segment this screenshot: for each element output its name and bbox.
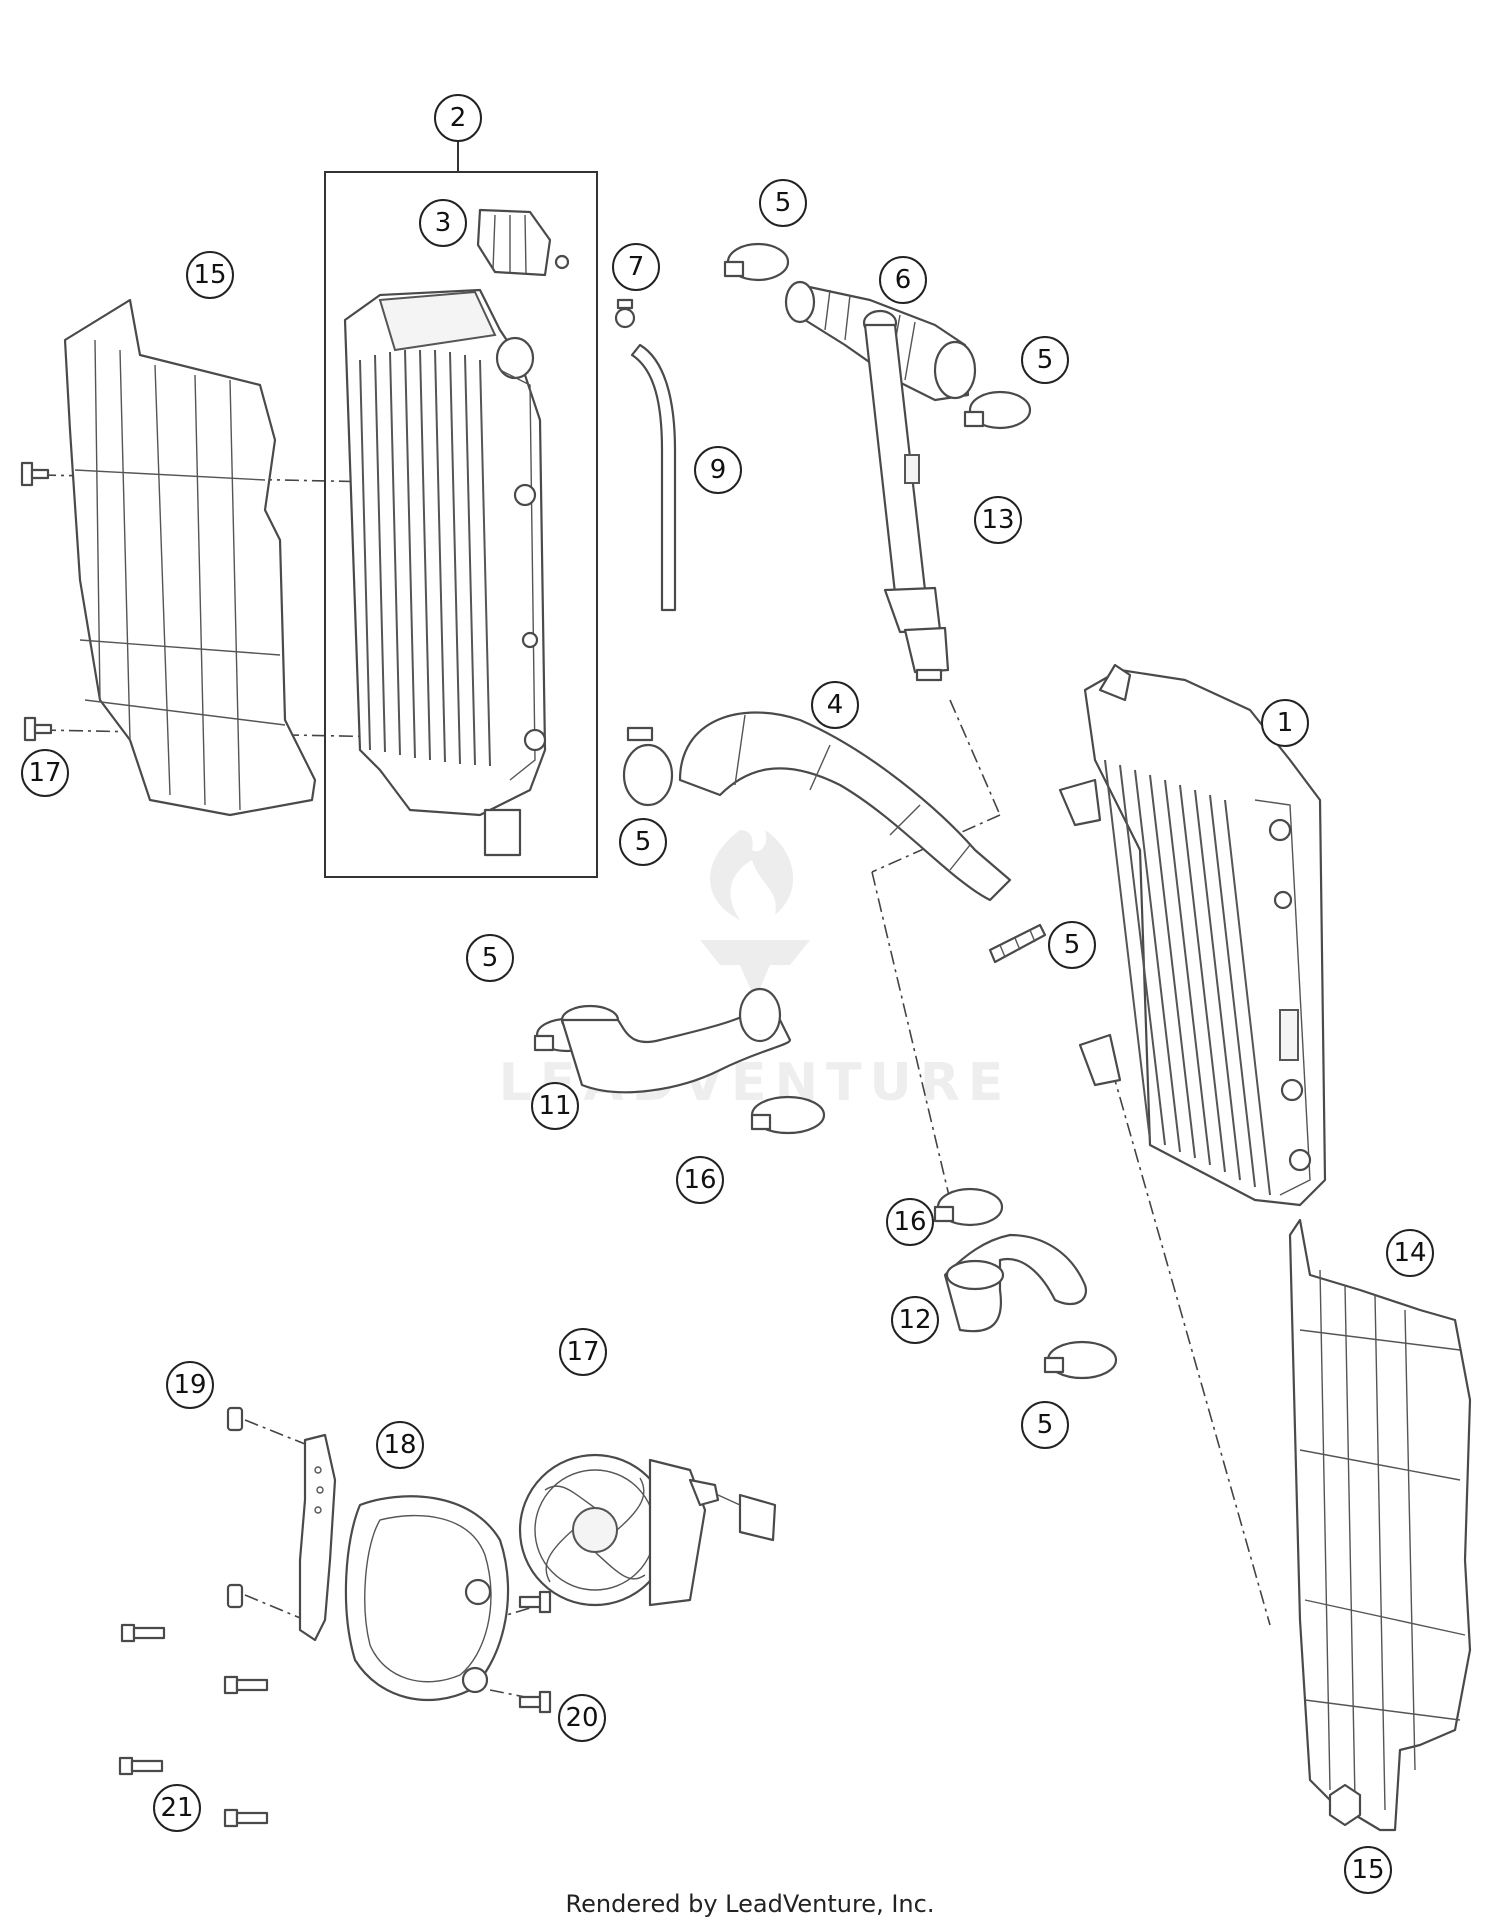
footer-credit: Rendered by LeadVenture, Inc. <box>565 1890 935 1918</box>
hose-clip-small <box>614 298 636 329</box>
hose-clamp-6 <box>1043 1340 1118 1380</box>
callout-15-right: 15 <box>1344 1846 1392 1894</box>
callout-15-left: 17 <box>21 749 69 797</box>
svg-text:20: 20 <box>565 1703 598 1733</box>
svg-text:21: 21 <box>160 1793 193 1823</box>
bolt-21-d <box>223 1808 269 1828</box>
svg-text:7: 7 <box>628 252 645 282</box>
callout-12: 12 <box>891 1296 939 1344</box>
callout-5-d: 5 <box>1048 921 1096 969</box>
lower-hose-left <box>560 987 792 1094</box>
hose-clamp-3 <box>622 726 674 807</box>
callout-6: 6 <box>879 256 927 304</box>
svg-text:18: 18 <box>383 1430 416 1460</box>
bolt-21-b <box>223 1675 269 1695</box>
svg-text:4: 4 <box>827 690 844 720</box>
callout-5-a: 5 <box>759 179 807 227</box>
callout-2: 2 <box>434 94 482 142</box>
overflow-hose <box>630 343 677 612</box>
callout-20: 20 <box>558 1694 606 1742</box>
nut-right <box>1328 1783 1362 1827</box>
svg-text:17: 17 <box>28 758 61 788</box>
hose-clamp-5 <box>988 923 1047 964</box>
callout-4: 4 <box>811 681 859 729</box>
svg-text:15: 15 <box>1351 1855 1384 1885</box>
svg-text:5: 5 <box>635 827 652 857</box>
svg-text:3: 3 <box>435 208 452 238</box>
screw-19-lower <box>226 1583 244 1609</box>
callout-14-right: 14 <box>1386 1229 1434 1277</box>
svg-text:16: 16 <box>683 1165 716 1195</box>
callout-1: 1 <box>1261 699 1309 747</box>
svg-text:1: 1 <box>1277 708 1294 738</box>
callout-16-left: 16 <box>676 1156 724 1204</box>
radiator-left <box>343 288 547 857</box>
callout-7: 7 <box>612 243 660 291</box>
upper-radiator-hose <box>678 711 1012 902</box>
callout-13: 13 <box>974 496 1022 544</box>
svg-text:2: 2 <box>450 103 467 133</box>
bolt-21-c <box>118 1756 164 1776</box>
watermark-logo: LEADVENTURE <box>499 830 1003 1113</box>
svg-text:19: 19 <box>173 1370 206 1400</box>
svg-text:15: 15 <box>193 260 226 290</box>
screw-19-upper <box>226 1406 244 1432</box>
svg-text:5: 5 <box>1037 345 1054 375</box>
callout-5-f: 5 <box>1021 1401 1069 1449</box>
radiator-cap <box>476 208 570 277</box>
lower-hose-right <box>943 1233 1088 1333</box>
callout-18: 18 <box>376 1421 424 1469</box>
callout-16-right: 16 <box>886 1198 934 1246</box>
svg-text:12: 12 <box>898 1305 931 1335</box>
callout-9: 9 <box>694 446 742 494</box>
radiator-guard-right <box>1288 1218 1472 1832</box>
svg-text:14: 14 <box>1393 1238 1426 1268</box>
svg-text:17: 17 <box>566 1337 599 1367</box>
screw-left-upper <box>20 461 50 487</box>
bolt-21-a <box>120 1623 166 1643</box>
callout-3: 3 <box>419 199 467 247</box>
radiator-right <box>1058 663 1327 1207</box>
coolant-pipe <box>862 309 950 682</box>
fan-bracket <box>298 1433 337 1642</box>
svg-text:5: 5 <box>1064 930 1081 960</box>
callout-19: 19 <box>166 1361 214 1409</box>
hose-clamp-8 <box>933 1187 1004 1227</box>
hose-clamp-7 <box>750 1095 826 1135</box>
svg-text:11: 11 <box>538 1091 571 1121</box>
radiator-left-fins <box>359 349 491 767</box>
svg-text:5: 5 <box>482 943 499 973</box>
callout-14-left: 15 <box>186 251 234 299</box>
callout-5-b: 5 <box>1021 336 1069 384</box>
svg-text:9: 9 <box>710 455 727 485</box>
fan-shroud <box>344 1495 510 1702</box>
radiator-right-fins <box>1104 759 1271 1196</box>
cooling-fan <box>518 1453 777 1607</box>
screw-20-lower <box>518 1690 552 1714</box>
svg-text:5: 5 <box>775 188 792 218</box>
radiator-guard-left <box>63 298 317 817</box>
callout-5-c: 5 <box>619 818 667 866</box>
svg-text:6: 6 <box>895 265 912 295</box>
svg-text:16: 16 <box>893 1207 926 1237</box>
callout-5-e: 5 <box>466 934 514 982</box>
svg-text:13: 13 <box>981 505 1014 535</box>
svg-text:5: 5 <box>1037 1410 1054 1440</box>
hose-clamp-1 <box>723 242 790 282</box>
radiator-assembly-box <box>324 140 598 878</box>
callout-21: 21 <box>153 1784 201 1832</box>
hose-clamp-2 <box>963 390 1032 430</box>
screw-20-upper <box>518 1590 552 1614</box>
callout-11: 11 <box>531 1082 579 1130</box>
screw-left-lower <box>23 716 53 742</box>
callout-17: 17 <box>559 1328 607 1376</box>
